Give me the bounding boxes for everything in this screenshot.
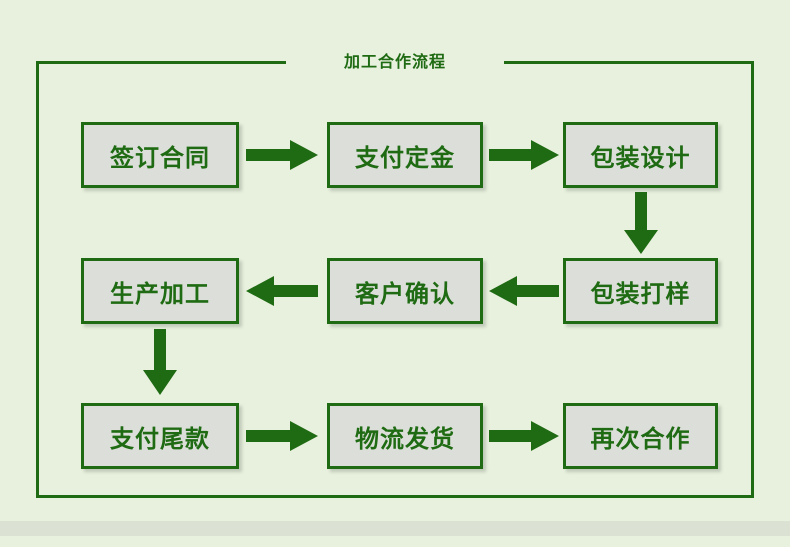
bottom-divider-band — [0, 521, 790, 536]
flow-node-package-design[interactable]: 包装设计 — [563, 122, 718, 188]
arrow-left-n5-n6 — [246, 276, 318, 306]
arrow-right-n2-n3 — [489, 140, 559, 170]
flow-node-pay-deposit[interactable]: 支付定金 — [327, 122, 483, 188]
arrow-right-n1-n2 — [246, 140, 318, 170]
flow-node-logistics-shipping[interactable]: 物流发货 — [327, 403, 483, 469]
arrow-down-n6-n7 — [143, 329, 177, 395]
arrow-down-n3-n4 — [624, 192, 658, 254]
arrow-right-n8-n9 — [489, 421, 559, 451]
frame-caption-gap — [286, 54, 504, 70]
flow-node-pay-balance[interactable]: 支付尾款 — [81, 403, 239, 469]
flow-node-repeat-cooperation[interactable]: 再次合作 — [563, 403, 718, 469]
arrow-right-n7-n8 — [246, 421, 318, 451]
flow-node-production[interactable]: 生产加工 — [81, 258, 239, 324]
flow-node-package-sample[interactable]: 包装打样 — [563, 258, 718, 324]
arrow-left-n4-n5 — [489, 276, 559, 306]
flow-node-customer-confirm[interactable]: 客户确认 — [327, 258, 483, 324]
flow-node-sign-contract[interactable]: 签订合同 — [81, 122, 239, 188]
flowchart-title: 加工合作流程 — [343, 54, 446, 71]
